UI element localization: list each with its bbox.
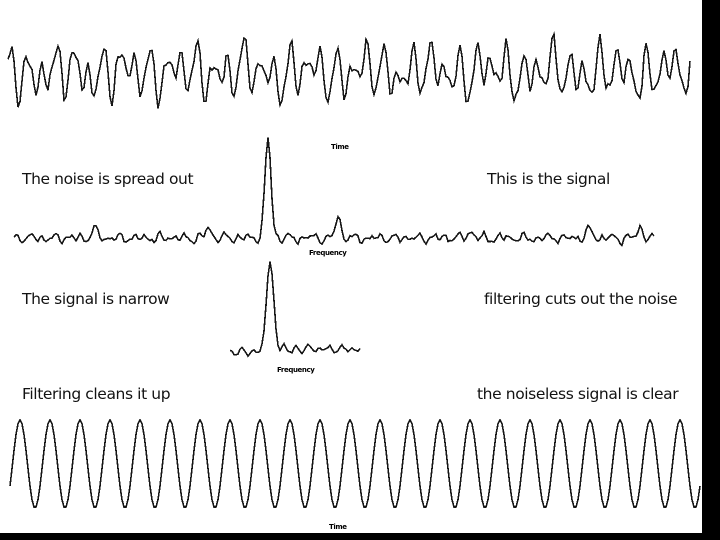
noisy-time-signal-waveform [7, 30, 691, 109]
caption-filtering-cuts: filtering cuts out the noise [484, 290, 678, 308]
frequency-axis-label-mid: Frequency [309, 249, 347, 257]
caption-noise-spread: The noise is spread out [22, 170, 194, 188]
right-border-bar [702, 0, 720, 540]
noise-spectrum-waveform [13, 137, 655, 247]
bottom-border-bar [0, 533, 720, 540]
caption-this-is-signal: This is the signal [487, 170, 610, 188]
caption-filtering-cleans: Filtering cleans it up [22, 385, 171, 403]
caption-signal-narrow: The signal is narrow [22, 290, 170, 308]
caption-noiseless-clear: the noiseless signal is clear [477, 385, 679, 403]
time-axis-label-top: Time [331, 143, 349, 151]
time-axis-label-bottom: Time [329, 523, 347, 531]
clean-sine-waveform [9, 418, 701, 508]
frequency-axis-label-low: Frequency [277, 366, 315, 374]
filtered-spectrum-waveform [229, 261, 361, 358]
